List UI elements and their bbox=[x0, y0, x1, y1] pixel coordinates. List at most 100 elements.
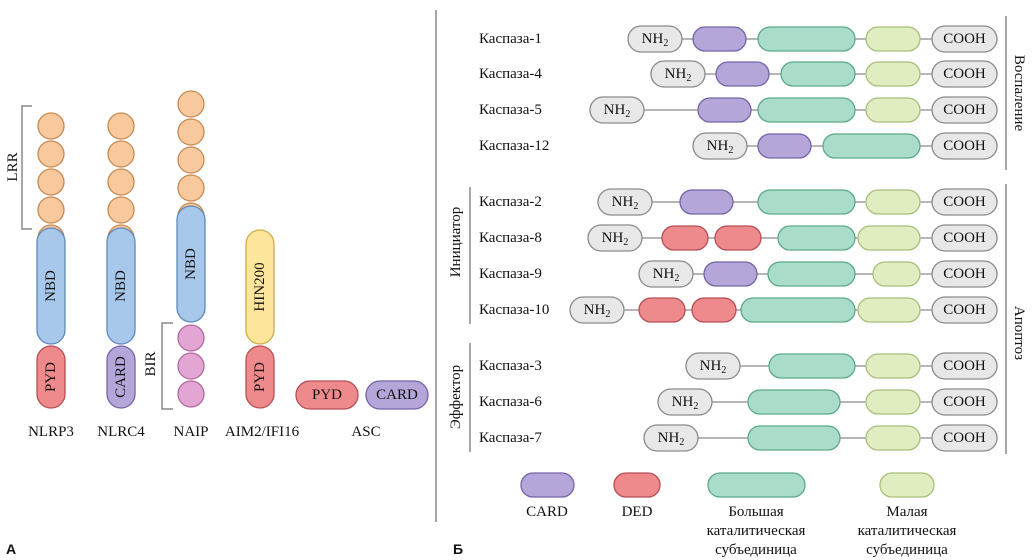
cooh-label: COOH bbox=[943, 194, 986, 210]
nh2-label: NH2 bbox=[602, 230, 629, 248]
lrr-domain bbox=[37, 112, 65, 140]
cooh-label: COOH bbox=[943, 302, 986, 318]
caspase-row: Каспаза-2 NH2 COOH bbox=[479, 188, 998, 216]
protein-aim2-ifi16: HIN200 PYD AIM2/IFI16 bbox=[225, 229, 300, 440]
large-subunit bbox=[780, 61, 856, 87]
nh2-terminus bbox=[657, 388, 713, 416]
caspase-row: Каспаза-1 NH2 COOH bbox=[479, 25, 998, 53]
caspase-name: Каспаза-1 bbox=[479, 31, 542, 47]
cooh-terminus bbox=[931, 224, 998, 252]
card-domain bbox=[106, 345, 136, 409]
card-label: CARD bbox=[376, 387, 418, 403]
card-domain bbox=[715, 61, 770, 87]
nbd-domain bbox=[36, 227, 66, 345]
large-subunit bbox=[768, 353, 856, 379]
nh2-terminus bbox=[569, 296, 625, 324]
lrr-domain bbox=[107, 196, 135, 224]
nh2-label: NH2 bbox=[700, 358, 727, 376]
legend-label: субъединица bbox=[866, 542, 948, 558]
ded-domain bbox=[638, 297, 686, 323]
card-domain bbox=[679, 189, 734, 215]
protein-nlrp3: NBD PYD NLRP3 bbox=[28, 112, 74, 440]
lrr-domain bbox=[177, 146, 205, 174]
small-subunit bbox=[865, 353, 921, 379]
cooh-label: COOH bbox=[943, 430, 986, 446]
caspase-name: Каспаза-12 bbox=[479, 138, 549, 154]
nbd-label: NBD bbox=[183, 248, 199, 280]
legend-item-small-subunit: Малая каталитическая субъединица bbox=[858, 472, 957, 558]
nh2-label: NH2 bbox=[665, 66, 692, 84]
nh2-terminus bbox=[597, 188, 653, 216]
lrr-repeats bbox=[107, 112, 135, 252]
protein-name: NAIP bbox=[173, 424, 208, 440]
pyd-domain bbox=[245, 345, 275, 409]
protein-name: AIM2/IFI16 bbox=[225, 424, 300, 440]
large-subunit bbox=[757, 26, 856, 52]
card-domain bbox=[365, 380, 429, 410]
cooh-label: COOH bbox=[943, 102, 986, 118]
legend-swatch bbox=[707, 472, 806, 498]
legend-label: CARD bbox=[526, 504, 568, 520]
cooh-terminus bbox=[931, 25, 998, 53]
nh2-terminus bbox=[692, 132, 748, 160]
card-domain bbox=[703, 261, 758, 287]
cooh-terminus bbox=[931, 188, 998, 216]
lrr-domain bbox=[177, 90, 205, 118]
legend-item-large-subunit: Большая каталитическая субъединица bbox=[707, 472, 806, 558]
cooh-terminus bbox=[931, 296, 998, 324]
large-subunit bbox=[740, 297, 856, 323]
legend-label: каталитическая bbox=[858, 523, 957, 539]
large-subunit bbox=[777, 225, 856, 251]
nbd-domain bbox=[106, 227, 136, 345]
cooh-label: COOH bbox=[943, 230, 986, 246]
bir-domain bbox=[177, 324, 205, 352]
caspase-row: Каспаза-8 NH2 COOH bbox=[479, 224, 998, 252]
card-label: CARD bbox=[113, 356, 129, 398]
legend-label: Большая bbox=[728, 504, 783, 520]
legend: CARD DED Большая каталитическая субъедин… bbox=[520, 472, 957, 558]
caspase-row: Каспаза-10 NH2 COOH bbox=[479, 296, 998, 324]
small-subunit bbox=[865, 389, 921, 415]
nh2-terminus bbox=[685, 352, 741, 380]
legend-item-ded: DED bbox=[613, 472, 661, 520]
cooh-terminus bbox=[931, 132, 998, 160]
caspase-name: Каспаза-6 bbox=[479, 394, 542, 410]
legend-label: Малая bbox=[886, 504, 927, 520]
hin200-domain bbox=[245, 229, 275, 345]
caspase-name: Каспаза-2 bbox=[479, 194, 542, 210]
nh2-label: NH2 bbox=[707, 138, 734, 156]
protein-nlrc4: NBD CARD NLRC4 bbox=[97, 112, 145, 440]
small-subunit bbox=[865, 189, 921, 215]
cooh-terminus bbox=[931, 60, 998, 88]
lrr-domain bbox=[177, 118, 205, 146]
large-subunit bbox=[822, 133, 921, 159]
nh2-terminus bbox=[589, 96, 645, 124]
legend-label: субъединица bbox=[715, 542, 797, 558]
nh2-label: NH2 bbox=[604, 102, 631, 120]
caspase-row: Каспаза-12 NH2 COOH bbox=[479, 132, 998, 160]
large-subunit bbox=[757, 97, 856, 123]
legend-label: каталитическая bbox=[707, 523, 806, 539]
bir-repeats bbox=[177, 324, 205, 408]
ded-domain bbox=[691, 297, 737, 323]
protein-asc: PYD CARD ASC bbox=[295, 380, 429, 440]
small-subunit bbox=[865, 425, 921, 451]
lrr-bracket: LRR bbox=[5, 105, 32, 230]
nh2-label: NH2 bbox=[642, 31, 669, 49]
nbd-domain bbox=[176, 205, 206, 323]
cooh-terminus bbox=[931, 96, 998, 124]
cooh-terminus bbox=[931, 352, 998, 380]
nh2-label: NH2 bbox=[672, 394, 699, 412]
pyd-domain bbox=[36, 345, 66, 409]
hin200-label: HIN200 bbox=[252, 262, 268, 311]
caspase-row: Каспаза-5 NH2 COOH bbox=[479, 96, 998, 124]
caspase-row: Каспаза-7 NH2 COOH bbox=[479, 424, 998, 452]
caspase-name: Каспаза-10 bbox=[479, 302, 549, 318]
protein-name: ASC bbox=[351, 424, 380, 440]
lrr-domain bbox=[37, 196, 65, 224]
cooh-terminus bbox=[931, 260, 998, 288]
nh2-terminus bbox=[627, 25, 683, 53]
large-subunit bbox=[767, 261, 856, 287]
small-subunit bbox=[857, 297, 921, 323]
large-subunit bbox=[757, 189, 856, 215]
